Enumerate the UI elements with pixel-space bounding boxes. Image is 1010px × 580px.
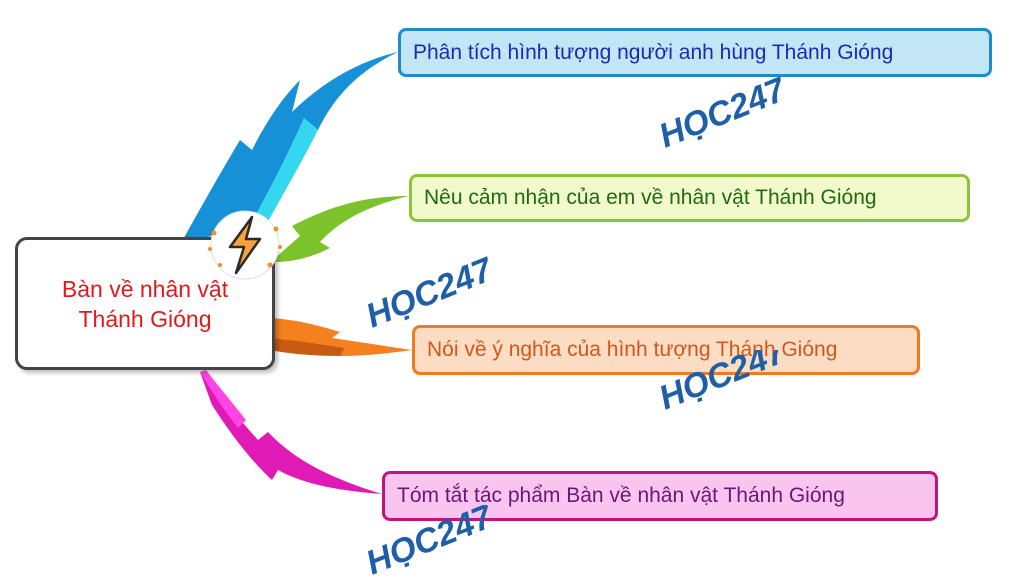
branch-node-2[interactable]: Nêu cảm nhận của em về nhân vật Thánh Gi… <box>409 174 970 222</box>
branch-label-4: Tóm tắt tác phẩm Bàn về nhân vật Thánh G… <box>397 484 845 507</box>
connector-branch-3-shade <box>270 338 345 356</box>
connector-branch-2 <box>275 196 409 262</box>
connector-branch-4-highlight <box>200 370 246 428</box>
connector-branch-1-highlight <box>250 118 318 232</box>
central-topic-node[interactable]: Bàn về nhân vật Thánh Gióng <box>15 237 275 370</box>
connector-branch-4 <box>200 372 382 494</box>
branch-node-1[interactable]: Phân tích hình tượng người anh hùng Thán… <box>398 28 992 77</box>
lightning-bolt-icon <box>208 210 282 280</box>
connector-branch-3 <box>270 318 412 356</box>
branch-label-1: Phân tích hình tượng người anh hùng Thán… <box>413 40 894 64</box>
branch-label-2: Nêu cảm nhận của em về nhân vật Thánh Gi… <box>424 186 877 209</box>
branch-node-3[interactable]: Nói về ý nghĩa của hình tượng Thánh Gión… <box>412 325 920 375</box>
central-topic-label: Bàn về nhân vật Thánh Gióng <box>61 275 229 332</box>
connector-branch-1 <box>180 52 398 245</box>
branch-node-4[interactable]: Tóm tắt tác phẩm Bàn về nhân vật Thánh G… <box>382 471 938 521</box>
branch-label-3: Nói về ý nghĩa của hình tượng Thánh Gión… <box>427 338 838 361</box>
